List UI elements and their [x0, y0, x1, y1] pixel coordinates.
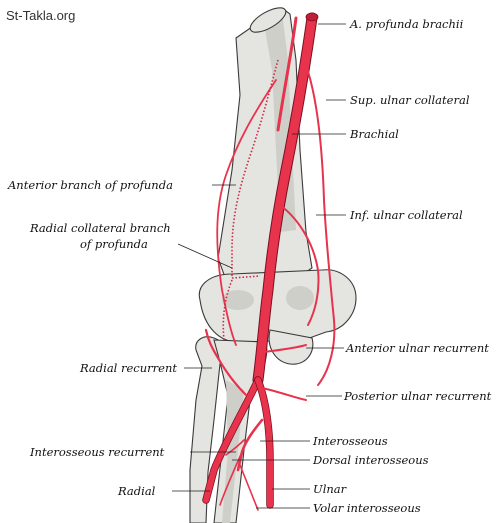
label-ulnar: Ulnar: [313, 482, 348, 496]
label-sup-ulnar-collateral: Sup. ulnar collateral: [350, 93, 470, 107]
label-posterior-ulnar-recurrent: Posterior ulnar recurrent: [343, 389, 492, 403]
label-radial-recurrent: Radial recurrent: [79, 361, 177, 375]
arteries: [202, 12, 336, 511]
label-profunda-brachii: A. profunda brachii: [349, 17, 464, 31]
labels: A. profunda brachii Sup. ulnar collatera…: [7, 17, 492, 515]
label-interosseous: Interosseous: [312, 434, 388, 448]
humerus: [217, 7, 313, 281]
label-radial: Radial: [117, 484, 156, 498]
label-dorsal-interosseous: Dorsal interosseous: [312, 453, 429, 467]
leader-lines: [172, 23, 346, 509]
humerus-condyles: [198, 269, 357, 365]
label-inf-ulnar-collateral: Inf. ulnar collateral: [349, 208, 463, 222]
watermark: St-Takla.org: [6, 8, 75, 23]
label-brachial: Brachial: [349, 127, 399, 141]
label-anterior-branch-profunda: Anterior branch of profunda: [7, 178, 173, 192]
label-anterior-ulnar-recurrent: Anterior ulnar recurrent: [345, 341, 489, 355]
label-volar-interosseous: Volar interosseous: [313, 501, 421, 515]
label-radial-collateral-2: of profunda: [80, 237, 148, 251]
label-interosseous-recurrent: Interosseous recurrent: [29, 445, 165, 459]
label-radial-collateral-1: Radial collateral branch: [29, 221, 171, 235]
